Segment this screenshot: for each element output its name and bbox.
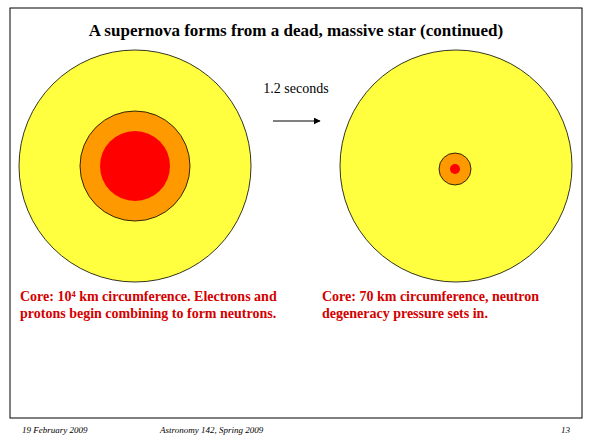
star-envelope [19, 50, 251, 282]
stellar-core [80, 111, 190, 221]
footer-course: Astronomy 142, Spring 2009 [160, 425, 310, 436]
core-note: Core: 10⁴ km circumference. Electrons an… [20, 288, 288, 322]
star-envelope [340, 50, 572, 282]
core-note: Core: 70 km circumference, neutron degen… [322, 288, 580, 322]
star-after [340, 50, 572, 282]
inner-core [450, 164, 460, 174]
slide-title: A supernova forms from a dead, massive s… [86, 20, 506, 42]
time-arrow [273, 121, 320, 122]
inner-core [100, 131, 170, 201]
footer-date: 19 February 2009 [22, 425, 142, 436]
page-number: 13 [540, 425, 570, 436]
star-before [19, 50, 251, 282]
slide-frame [10, 8, 582, 418]
stellar-core [439, 153, 471, 185]
time-label: 1.2 seconds [262, 80, 330, 97]
